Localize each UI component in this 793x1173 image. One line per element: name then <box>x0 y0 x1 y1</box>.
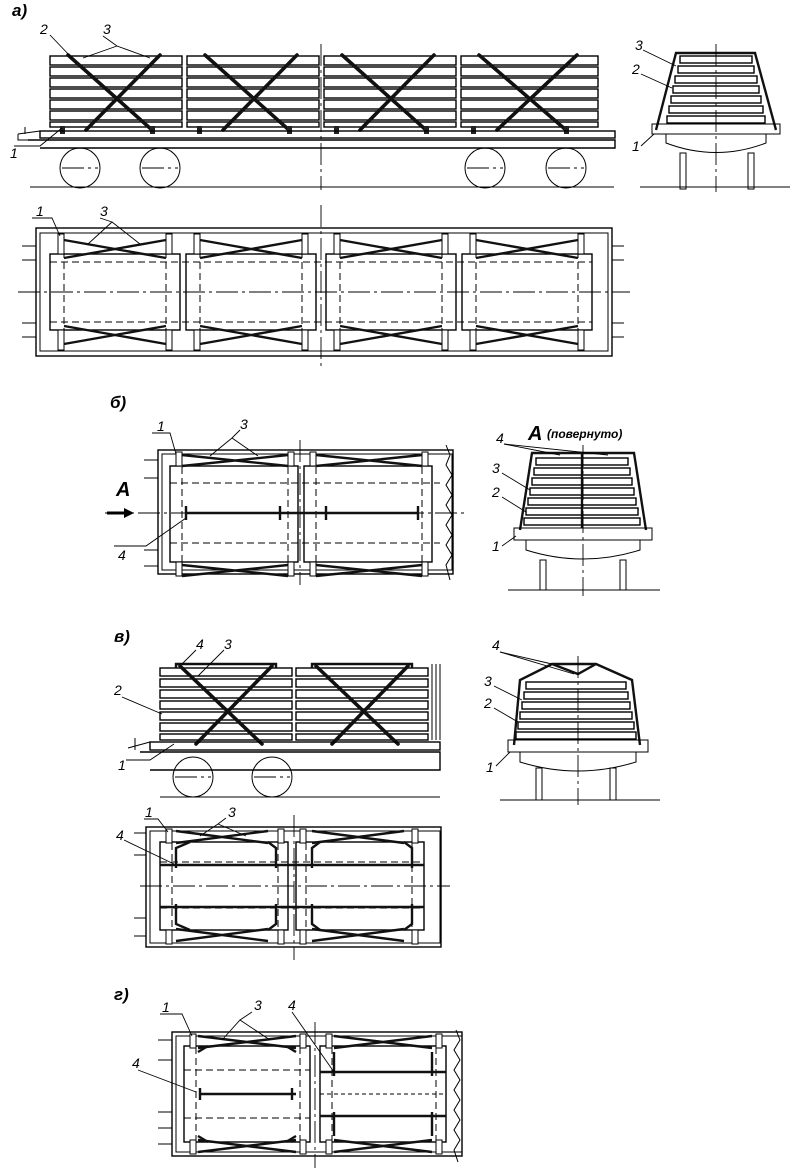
label-3-b-end: 3 <box>492 460 500 476</box>
label-1-a-plan: 1 <box>36 203 44 219</box>
label-1-b-end: 1 <box>492 538 500 554</box>
lumber-stack-a1 <box>49 53 183 132</box>
label-1-v-side: 1 <box>118 757 126 773</box>
lumber-stack-a4 <box>460 53 599 132</box>
label-3-v-side: 3 <box>224 636 232 652</box>
label-2-a: 2 <box>39 21 48 37</box>
label-2-v-end: 2 <box>483 695 492 711</box>
label-3-a-end: 3 <box>635 37 643 53</box>
label-4-b-end: 4 <box>496 430 504 446</box>
view-a-letter: А <box>527 423 542 445</box>
label-4-b-plan: 4 <box>118 547 126 563</box>
flatcar-a <box>17 44 616 190</box>
section-label-g: г) <box>114 985 129 1004</box>
section-label-b: б) <box>110 393 127 412</box>
section-a-end-view: 3 2 1 <box>631 37 790 192</box>
view-arrow-letter: А <box>115 479 130 501</box>
label-3-v-end: 3 <box>484 673 492 689</box>
section-label-a: а) <box>12 1 27 20</box>
label-1-g: 1 <box>162 999 170 1015</box>
label-4-v-side: 4 <box>196 636 204 652</box>
label-2-v-side: 2 <box>113 682 122 698</box>
label-3-b-plan: 3 <box>240 416 248 432</box>
section-v-end-view: 4 3 2 1 <box>483 637 660 805</box>
label-4-v-end: 4 <box>492 637 500 653</box>
section-b-plan-view: А 1 3 4 <box>105 416 465 585</box>
label-3-a-plan: 3 <box>100 203 108 219</box>
section-a-side-view: 2 3 1 <box>10 21 616 190</box>
section-b-end-view: А (повернуто) 4 3 2 1 <box>491 423 660 596</box>
label-4-g-right: 4 <box>288 997 296 1013</box>
label-1-a: 1 <box>10 145 18 161</box>
label-3-a: 3 <box>103 21 111 37</box>
lumber-stack-a2 <box>186 53 320 132</box>
label-1-b-plan: 1 <box>157 418 165 434</box>
label-1-a-end: 1 <box>632 138 640 154</box>
label-1-v-plan: 1 <box>145 804 153 820</box>
label-3-v-plan: 3 <box>228 804 236 820</box>
label-3-g: 3 <box>254 997 262 1013</box>
label-2-b-end: 2 <box>491 484 500 500</box>
section-v-side-view: 4 3 2 1 <box>113 636 441 798</box>
label-4-g-left: 4 <box>132 1055 140 1071</box>
section-v-plan-view: 4 1 3 <box>116 804 450 960</box>
view-a-caption: (повернуто) <box>547 427 622 441</box>
label-1-v-end: 1 <box>486 759 494 775</box>
stakes-a <box>60 126 569 134</box>
label-4-v-plan: 4 <box>116 827 124 843</box>
section-label-v: в) <box>114 627 130 646</box>
lumber-stack-a3 <box>323 53 457 132</box>
label-2-a-end: 2 <box>631 61 640 77</box>
section-a-plan-view: 1 3 <box>18 203 630 368</box>
section-g-plan-view: 1 3 4 4 <box>132 997 463 1168</box>
